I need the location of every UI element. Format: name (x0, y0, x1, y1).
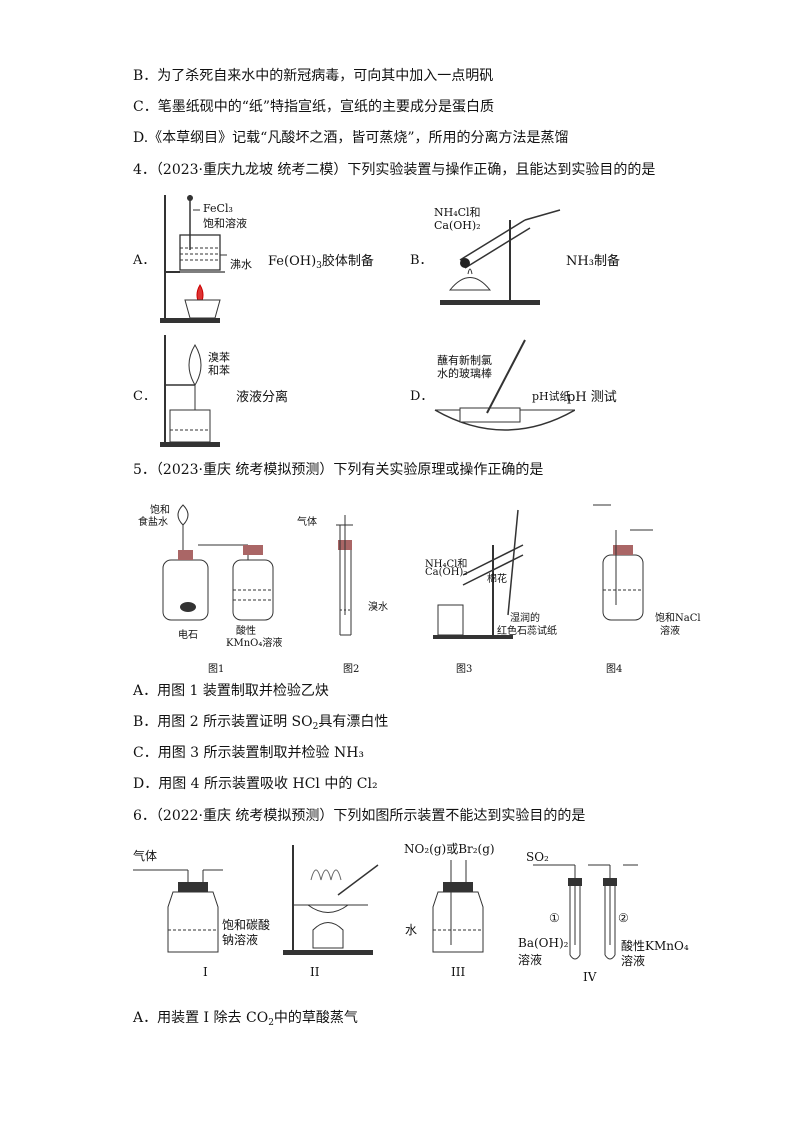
q4-a-fecl3-label: FeCl₃ (203, 202, 233, 215)
option-d-q3: D.《本草纲目》记载“凡酸坏之酒，皆可蒸烧”，所用的分离方法是蒸馏 (133, 130, 569, 146)
q6-ii-caption: II (310, 965, 320, 979)
q6-iii-caption: III (451, 965, 466, 979)
q6-i-gas: 气体 (133, 849, 158, 863)
q6-option-a: A．用装置 I 除去 CO2中的草酸蒸气 (133, 1010, 358, 1028)
q6-iv-baoh-1: Ba(OH)₂ (518, 936, 569, 950)
question-5-stem: 5．（2023·重庆 统考模拟预测）下列有关实验原理或操作正确的是 (133, 462, 544, 478)
q5-fig2-gas: 气体 (297, 517, 317, 528)
q4-d-rod-label-2: 水的玻璃棒 (437, 367, 492, 380)
q5-fig3-caption: 图3 (456, 664, 473, 675)
q6-iii-gas: NO₂(g)或Br₂(g) (404, 842, 495, 856)
q6-i-caption: I (203, 965, 208, 979)
q4-option-b-letter: B． (410, 253, 433, 268)
q5-fig1-kmno4-1: 酸性 (236, 626, 256, 637)
q5-fig2-caption: 图2 (343, 664, 360, 675)
q5-fig1-caption: 图1 (208, 664, 225, 675)
q5-fig1-label-2: 食盐水 (138, 517, 168, 528)
q5-fig3-paper-2: 红色石蕊试纸 (497, 626, 557, 637)
q6-iv-kmno4-2: 溶液 (621, 954, 646, 968)
q6-apparatus-group (133, 845, 638, 960)
q6-iv-num-2: ② (618, 911, 629, 925)
q4-d-rod-label-1: 蘸有新制氯 (437, 354, 492, 367)
q4-c-caption: 液液分离 (236, 390, 289, 405)
q4-d-paper-label: pH试纸 (532, 390, 571, 403)
q5-option-d: D．用图 4 所示装置吸收 HCl 中的 Cl₂ (133, 776, 378, 792)
q4-option-c-letter: C． (133, 389, 156, 404)
question-6-stem: 6．（2022·重庆 统考模拟预测）下列如图所示装置不能达到实验目的的是 (133, 808, 586, 824)
q6-iv-kmno4-1: 酸性KMnO₄ (621, 939, 689, 953)
q4-a-boiling-water-label: 沸水 (230, 258, 252, 271)
q5-fig1-stone: 电石 (178, 630, 198, 641)
option-c-q3: C．笔墨纸砚中的“纸”特指宣纸，宣纸的主要成分是蛋白质 (133, 99, 495, 115)
q5-fig3-reagent-2: Ca(OH)₂ (425, 567, 468, 578)
q5-apparatus-group (162, 504, 653, 639)
option-b-q3: B．为了杀死自来水中的新冠病毒，可向其中加入一点明矾 (133, 68, 494, 84)
q5-fig1-label-1: 饱和 (150, 505, 170, 516)
q4-b-reagent-1: NH₄Cl和 (434, 206, 481, 219)
q6-iv-gas: SO₂ (526, 850, 549, 864)
q4-d-caption: pH 测试 (567, 390, 617, 405)
q5-fig4-label-1: 饱和NaCl (655, 613, 701, 624)
q4-c-reagent-2: 和苯 (208, 364, 230, 377)
q5-fig4-caption: 图4 (606, 664, 623, 675)
q5-fig4-label-2: 溶液 (660, 626, 680, 637)
question-4-stem: 4．（2023·重庆九龙坡 统考二模）下列实验装置与操作正确，且能达到实验目的的… (133, 162, 656, 178)
q5-fig3-reagent-1: NH₄Cl和 (425, 559, 468, 570)
q4-c-apparatus (160, 335, 220, 447)
q5-fig2-br: 溴水 (368, 602, 388, 613)
q5-fig3-paper-1: 湿润的 (510, 613, 540, 624)
q5-option-a: A．用图 1 装置制取并检验乙炔 (133, 683, 329, 699)
q4-b-caption: NH₃制备 (566, 254, 620, 269)
q4-a-caption: Fe(OH)3胶体制备 (268, 254, 374, 271)
q4-d-apparatus (434, 339, 575, 431)
q4-b-reagent-2: Ca(OH)₂ (434, 219, 481, 232)
q4-b-apparatus (440, 209, 561, 305)
q4-option-d-letter: D． (410, 389, 434, 404)
q5-option-c: C．用图 3 所示装置制取并检验 NH₃ (133, 745, 365, 761)
q4-a-apparatus (160, 195, 227, 323)
q5-fig3-cotton: 棉花 (487, 574, 507, 585)
q6-iv-num-1: ① (549, 911, 560, 925)
q5-fig1-kmno4-2: KMnO₄溶液 (226, 638, 283, 649)
q6-iv-baoh-2: 溶液 (518, 953, 543, 967)
q6-iv-caption: IV (583, 970, 597, 984)
q6-iii-water: 水 (405, 923, 418, 937)
q4-c-reagent-1: 溴苯 (208, 351, 230, 364)
q4-option-a-letter: A． (133, 253, 156, 268)
q5-option-b: B．用图 2 所示装置证明 SO2具有漂白性 (133, 714, 389, 732)
q6-i-label-1: 饱和碳酸 (222, 918, 271, 932)
q4-a-saturated-label: 饱和溶液 (203, 217, 247, 230)
q6-i-label-2: 钠溶液 (222, 933, 259, 947)
